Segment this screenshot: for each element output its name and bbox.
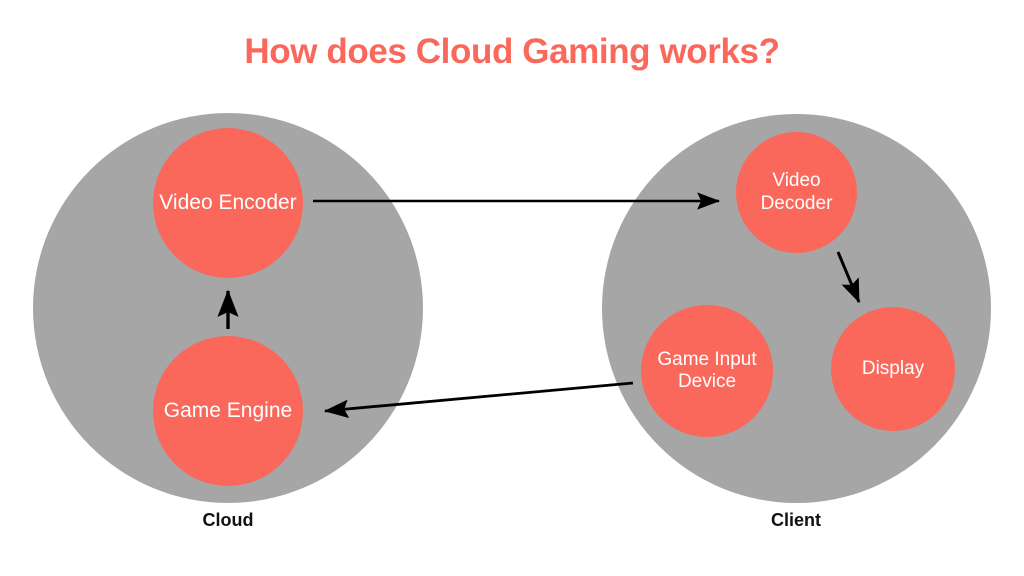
node-video-encoder-label: Video Encoder — [159, 190, 297, 214]
group-label-cloud: Cloud — [202, 510, 254, 530]
node-game-input-device-label: Game Input Device — [657, 348, 757, 392]
node-game-engine-label: Game Engine — [163, 398, 293, 422]
node-display-label: Display — [861, 357, 925, 379]
node-game-engine[interactable]: Game Engine — [153, 336, 303, 486]
group-label-client: Client — [770, 510, 821, 530]
node-video-encoder[interactable]: Video Encoder — [153, 128, 303, 278]
node-display[interactable]: Display — [831, 307, 955, 431]
node-video-decoder[interactable]: Video Decoder — [736, 132, 857, 253]
node-video-decoder-label: Video Decoder — [760, 170, 833, 214]
node-game-input-device[interactable]: Game Input Device — [641, 305, 773, 437]
page-title: How does Cloud Gaming works? — [244, 32, 780, 71]
